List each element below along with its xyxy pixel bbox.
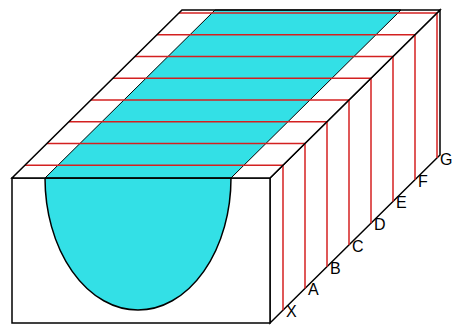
water-section: [45, 178, 231, 310]
slice-label: F: [418, 174, 428, 190]
side-slice-line: [414, 35, 416, 180]
front-face: [12, 178, 270, 323]
top-slice-line: [113, 77, 371, 79]
slice-label: A: [308, 282, 319, 298]
side-slice-line: [282, 165, 284, 310]
side-slice-line: [326, 122, 328, 267]
side-slice-line: [304, 143, 306, 288]
slice-label: C: [352, 239, 364, 255]
slice-label: B: [330, 261, 341, 277]
top-slice-line: [135, 56, 393, 58]
slice-label: X: [286, 304, 297, 320]
top-slice-line: [157, 34, 415, 36]
top-slice-line: [47, 143, 305, 145]
top-outline: [12, 10, 440, 178]
top-slice-line: [25, 164, 283, 166]
top-face: [12, 10, 440, 178]
side-slice-line: [392, 56, 394, 201]
side-slice-line: [348, 100, 350, 245]
slice-label: G: [440, 152, 452, 168]
side-slice-line: [436, 13, 438, 158]
slice-lines: [25, 13, 437, 310]
side-slice-line: [370, 78, 372, 223]
slice-label: E: [396, 195, 407, 211]
slice-label: D: [374, 217, 386, 233]
top-slice-line: [91, 99, 349, 101]
top-slice-line: [179, 12, 437, 14]
top-slice-line: [69, 121, 327, 123]
